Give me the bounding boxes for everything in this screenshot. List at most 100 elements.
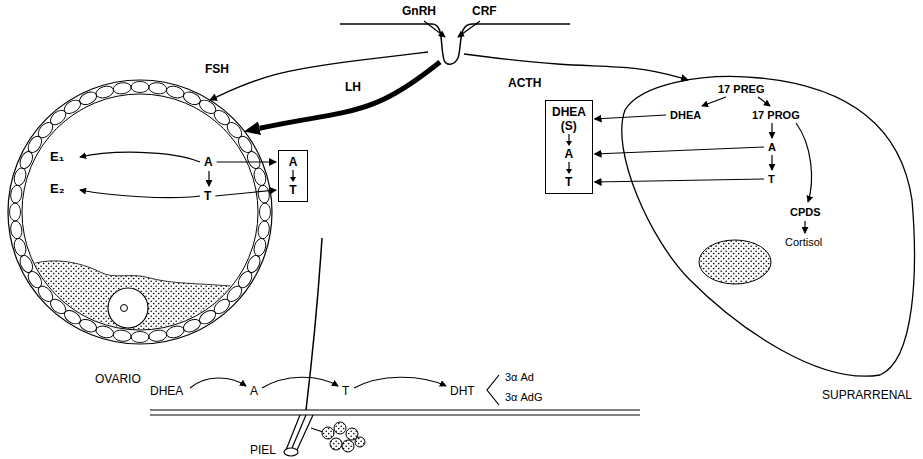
theca-cell xyxy=(48,107,69,127)
theca-cell xyxy=(12,237,28,257)
hormone-arrow xyxy=(595,147,764,154)
hormone-label: FSH xyxy=(205,62,229,76)
hormone-name: A xyxy=(564,147,573,161)
synthesis-arrow xyxy=(796,123,812,202)
pituitary-gland-shape xyxy=(340,2,570,66)
structure-label: T xyxy=(768,172,775,186)
theca-cell xyxy=(25,134,44,155)
theca-cell xyxy=(10,220,23,239)
hormone-label: A xyxy=(250,384,258,398)
hormone-box: AT xyxy=(278,150,308,202)
theca-cell xyxy=(18,253,35,274)
theca-cell xyxy=(211,107,232,127)
sebaceous-gland xyxy=(342,440,354,452)
synthesis-arrow xyxy=(771,155,772,170)
ovary-outline xyxy=(8,80,272,350)
theca-cell xyxy=(224,283,244,304)
theca-cell xyxy=(95,324,115,340)
arrow-head xyxy=(566,141,572,146)
hormone-label: T xyxy=(342,384,349,398)
theca-cell xyxy=(165,84,185,100)
skin-surface xyxy=(150,414,640,415)
hormone-arrow xyxy=(260,62,440,128)
synthesis-arrow xyxy=(208,171,209,186)
conversion-arrow xyxy=(354,377,446,388)
arrow-shaft xyxy=(292,170,293,178)
structure-label: GnRH xyxy=(402,4,436,18)
synthesis-arrow xyxy=(80,190,200,198)
theca-cell xyxy=(252,167,268,187)
cumulus-cells xyxy=(20,261,262,350)
hormone-arrow xyxy=(595,115,666,119)
theca-cell xyxy=(131,82,149,93)
follicle-wall xyxy=(22,94,258,330)
theca-cell xyxy=(148,82,167,95)
conversion-arrow xyxy=(190,378,246,388)
structure-label: T xyxy=(204,189,211,203)
synthesis-arrow xyxy=(771,123,772,138)
hormone-name: A xyxy=(289,155,298,169)
structure-label: E₁ xyxy=(50,150,64,164)
synthesis-arrow xyxy=(702,97,726,106)
structure-label: Cortisol xyxy=(785,235,822,249)
hormone-arrow xyxy=(464,54,688,80)
theca-cell xyxy=(35,120,55,141)
hair-root xyxy=(292,415,306,448)
theca-cell xyxy=(78,90,99,107)
down-arrow xyxy=(564,161,574,175)
oocyte xyxy=(108,288,148,328)
synthesis-arrow xyxy=(804,221,805,233)
hormone-arrow xyxy=(215,190,276,196)
adrenal-outline xyxy=(622,77,915,377)
structure-label: SUPRARRENAL xyxy=(822,388,912,402)
hormone-label: DHT xyxy=(450,384,475,398)
hormone-label: LH xyxy=(345,80,361,94)
hormone-arrow xyxy=(595,179,764,182)
theca-cell xyxy=(181,317,202,334)
down-arrow xyxy=(564,133,574,147)
hormone-label: ACTH xyxy=(508,76,541,90)
theca-cell xyxy=(95,84,115,100)
arrow-head xyxy=(290,177,296,182)
arrow-shaft xyxy=(568,134,569,142)
gland-duct xyxy=(311,428,323,432)
structure-label: 17 PROG xyxy=(752,108,800,122)
theca-cell xyxy=(257,185,270,204)
pituitary-gland: GnRH CRF xyxy=(340,2,570,66)
sebaceous-gland xyxy=(355,437,365,447)
ovary-follicle: E₁E₂ATOVARIO xyxy=(8,80,272,344)
hormone-label: PIEL xyxy=(250,443,276,457)
theca-cell xyxy=(35,283,55,304)
conversion-arrow xyxy=(262,377,338,388)
sebaceous-gland xyxy=(330,438,342,450)
theca-cell xyxy=(236,269,255,290)
theca-cell xyxy=(10,185,23,204)
sebaceous-gland xyxy=(334,422,346,434)
theca-cell xyxy=(197,97,218,116)
hair-follicle xyxy=(297,415,313,450)
hair-bulb xyxy=(284,448,298,456)
structure-label: OVARIO xyxy=(95,372,141,386)
hair-shaft xyxy=(306,238,322,410)
structure-label: A xyxy=(204,155,213,169)
theca-cell xyxy=(148,329,167,342)
adrenal-outline xyxy=(622,77,915,377)
theca-cell xyxy=(165,324,185,340)
structure-label: DHEA xyxy=(670,108,701,122)
theca-cell xyxy=(48,296,69,316)
hormone-label: 3α AdG xyxy=(505,390,543,404)
theca-cell xyxy=(211,296,232,316)
theca-cell xyxy=(245,150,262,171)
theca-cell xyxy=(113,82,132,95)
hormone-label: 3α Ad xyxy=(505,370,534,384)
theca-cell xyxy=(252,237,268,257)
structure-label: CRF xyxy=(472,4,497,18)
arrow-head xyxy=(566,169,572,174)
hormone-name: T xyxy=(565,175,572,189)
structure-label: A xyxy=(768,140,776,154)
down-arrow xyxy=(288,169,298,183)
hormone-box: DHEA (S)AT xyxy=(545,100,593,194)
sebaceous-gland xyxy=(322,427,334,439)
